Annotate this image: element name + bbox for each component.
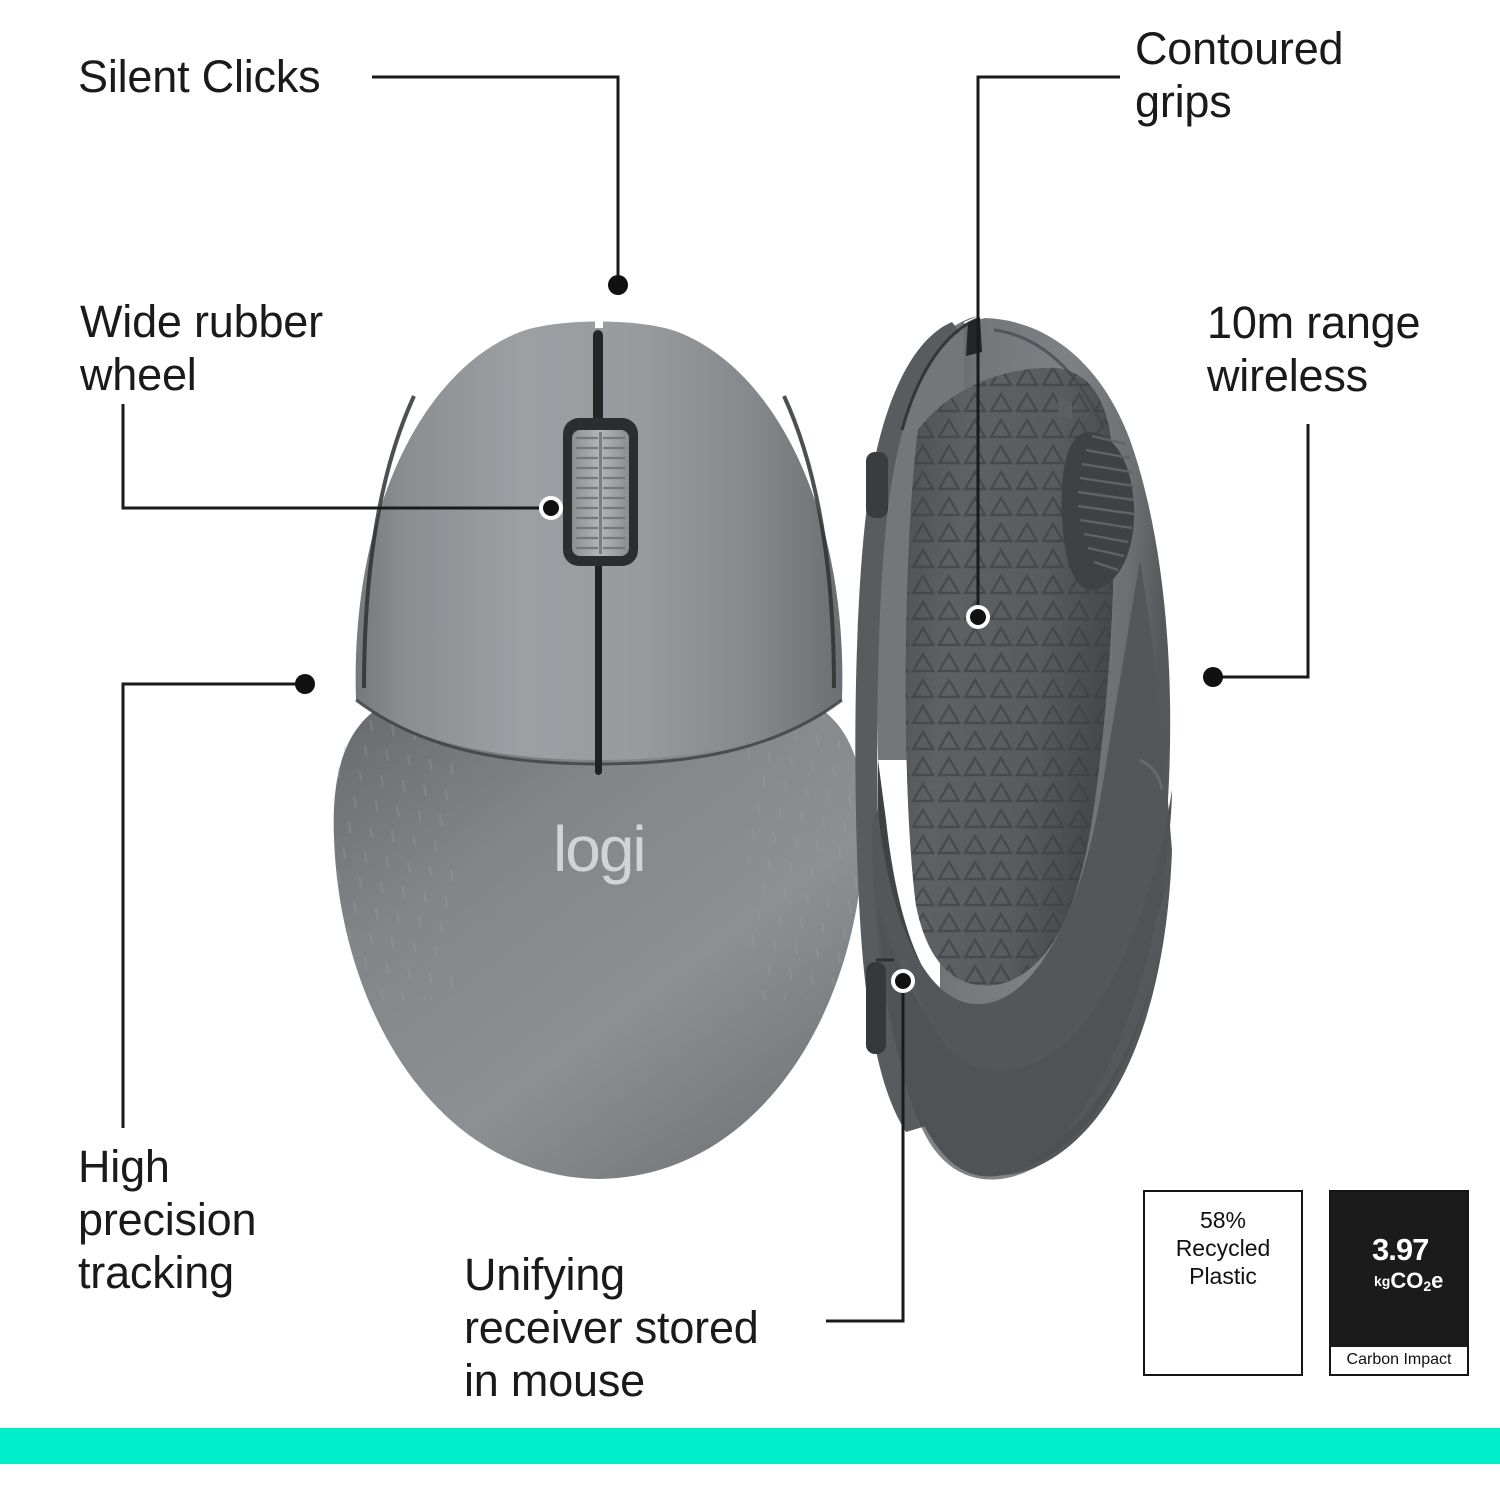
dot-wide-rubber-wheel (539, 496, 563, 520)
dot-high-precision (295, 674, 315, 694)
mouse-top-notch (595, 313, 603, 328)
mouse-side-button-gap (966, 318, 982, 356)
scroll-wheel-side (1061, 431, 1135, 591)
side-button-upper (866, 452, 888, 518)
mouse-left-groove (362, 395, 416, 689)
dot-unifying-receiver (891, 969, 915, 993)
carbon-impact-value: 3.97 (1372, 1232, 1429, 1267)
recycled-plastic-badge: 58% Recycled Plastic (1143, 1190, 1303, 1376)
callout-wide-rubber-wheel: Wide rubber wheel (80, 296, 323, 401)
leader-dots (295, 275, 1223, 993)
leader-high-precision (121, 682, 297, 1128)
callout-contoured-grips: Contoured grips (1135, 23, 1344, 128)
mouse-right-groove (782, 395, 836, 689)
mouse-button-divider-bottom (595, 560, 602, 775)
dot-silent-clicks (608, 275, 628, 295)
carbon-impact-badge: Carbon Impact (1329, 1190, 1469, 1376)
leader-contoured-grips (976, 75, 1120, 610)
callout-unifying-receiver: Unifying receiver stored in mouse (464, 1249, 759, 1407)
unifying-receiver-bay (866, 962, 886, 1054)
carbon-unit-prefix: kg (1374, 1273, 1391, 1289)
leader-unifying-receiver (826, 990, 905, 1323)
callout-high-precision: High precision tracking (78, 1141, 257, 1299)
carbon-unit-sub: 2 (1423, 1278, 1432, 1294)
logi-wordmark: logi (553, 813, 647, 885)
carbon-impact-caption: Carbon Impact (1331, 1347, 1467, 1374)
mouse-side-tab (1058, 398, 1072, 420)
callout-silent-clicks: Silent Clicks (78, 51, 321, 102)
scroll-wheel-side-ribs (1077, 434, 1135, 572)
callout-range-wireless: 10m range wireless (1207, 297, 1421, 402)
recycled-plastic-label: 58% Recycled Plastic (1175, 1207, 1271, 1290)
mouse-palm-rest (333, 692, 865, 1179)
bottom-accent-bar (0, 1428, 1500, 1464)
dot-contoured-grips (966, 605, 990, 629)
leader-lines (121, 75, 1310, 1323)
scroll-wheel-ribs (576, 436, 625, 550)
mouse-top-view (333, 313, 865, 1179)
carbon-unit-suffix: e (1431, 1268, 1444, 1293)
leader-wide-rubber-wheel (121, 404, 543, 510)
dot-range-wireless (1203, 667, 1223, 687)
leader-range-wireless (1222, 424, 1310, 679)
mouse-side-view (855, 316, 1172, 1180)
leader-silent-clicks (372, 75, 620, 278)
carbon-unit-main: CO (1390, 1268, 1424, 1293)
carbon-impact-unit: kgCO2e (1374, 1268, 1443, 1294)
